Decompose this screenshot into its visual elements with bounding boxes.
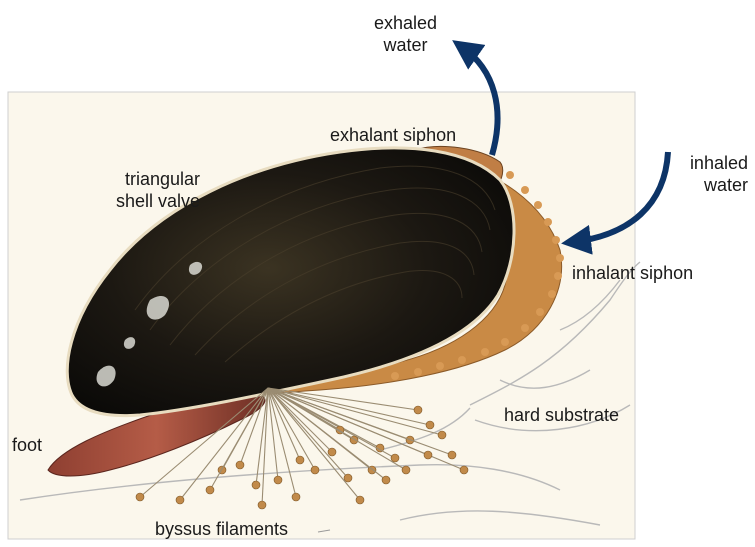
byssus-filaments-label: byssus filaments [155,518,288,540]
inhalant-siphon-label: inhalant siphon [572,262,693,284]
hard-substrate-label: hard substrate [504,404,619,426]
byssus-plaque [176,496,184,504]
byssus-plaque [460,466,468,474]
exhaled-water-label: exhaled water [374,12,437,56]
byssus-plaque [344,474,352,482]
foot-label: foot [12,434,42,456]
triangular-shell-valve-label: triangular shell valve [70,168,200,212]
byssus-plaque [236,461,244,469]
exhaled-water-label-line1: exhaled [374,12,437,34]
shell-valve-label-line1: triangular [70,168,200,190]
byssus-plaque [426,421,434,429]
byssus-plaque [328,448,336,456]
byssus-plaque [296,456,304,464]
inhaled-water-label-line2: water [660,174,748,196]
byssus-plaque [206,486,214,494]
exhaled-water-label-line2: water [374,34,437,56]
byssus-plaque [438,431,446,439]
byssus-plaque [424,451,432,459]
shell-valve-label-line2: shell valve [70,190,200,212]
byssus-plaque [391,454,399,462]
byssus-plaque [414,406,422,414]
byssus-plaque [274,476,282,484]
exhalant-siphon-label: exhalant siphon [330,124,456,146]
inhaled-water-label-line1: inhaled [660,152,748,174]
byssus-plaque [382,476,390,484]
byssus-plaque [402,466,410,474]
byssus-plaque [136,493,144,501]
byssus-plaque [252,481,260,489]
byssus-plaque [356,496,364,504]
byssus-plaque [448,451,456,459]
byssus-plaque [292,493,300,501]
byssus-plaque [311,466,319,474]
byssus-plaque [258,501,266,509]
inhaled-water-label: inhaled water [660,152,748,196]
